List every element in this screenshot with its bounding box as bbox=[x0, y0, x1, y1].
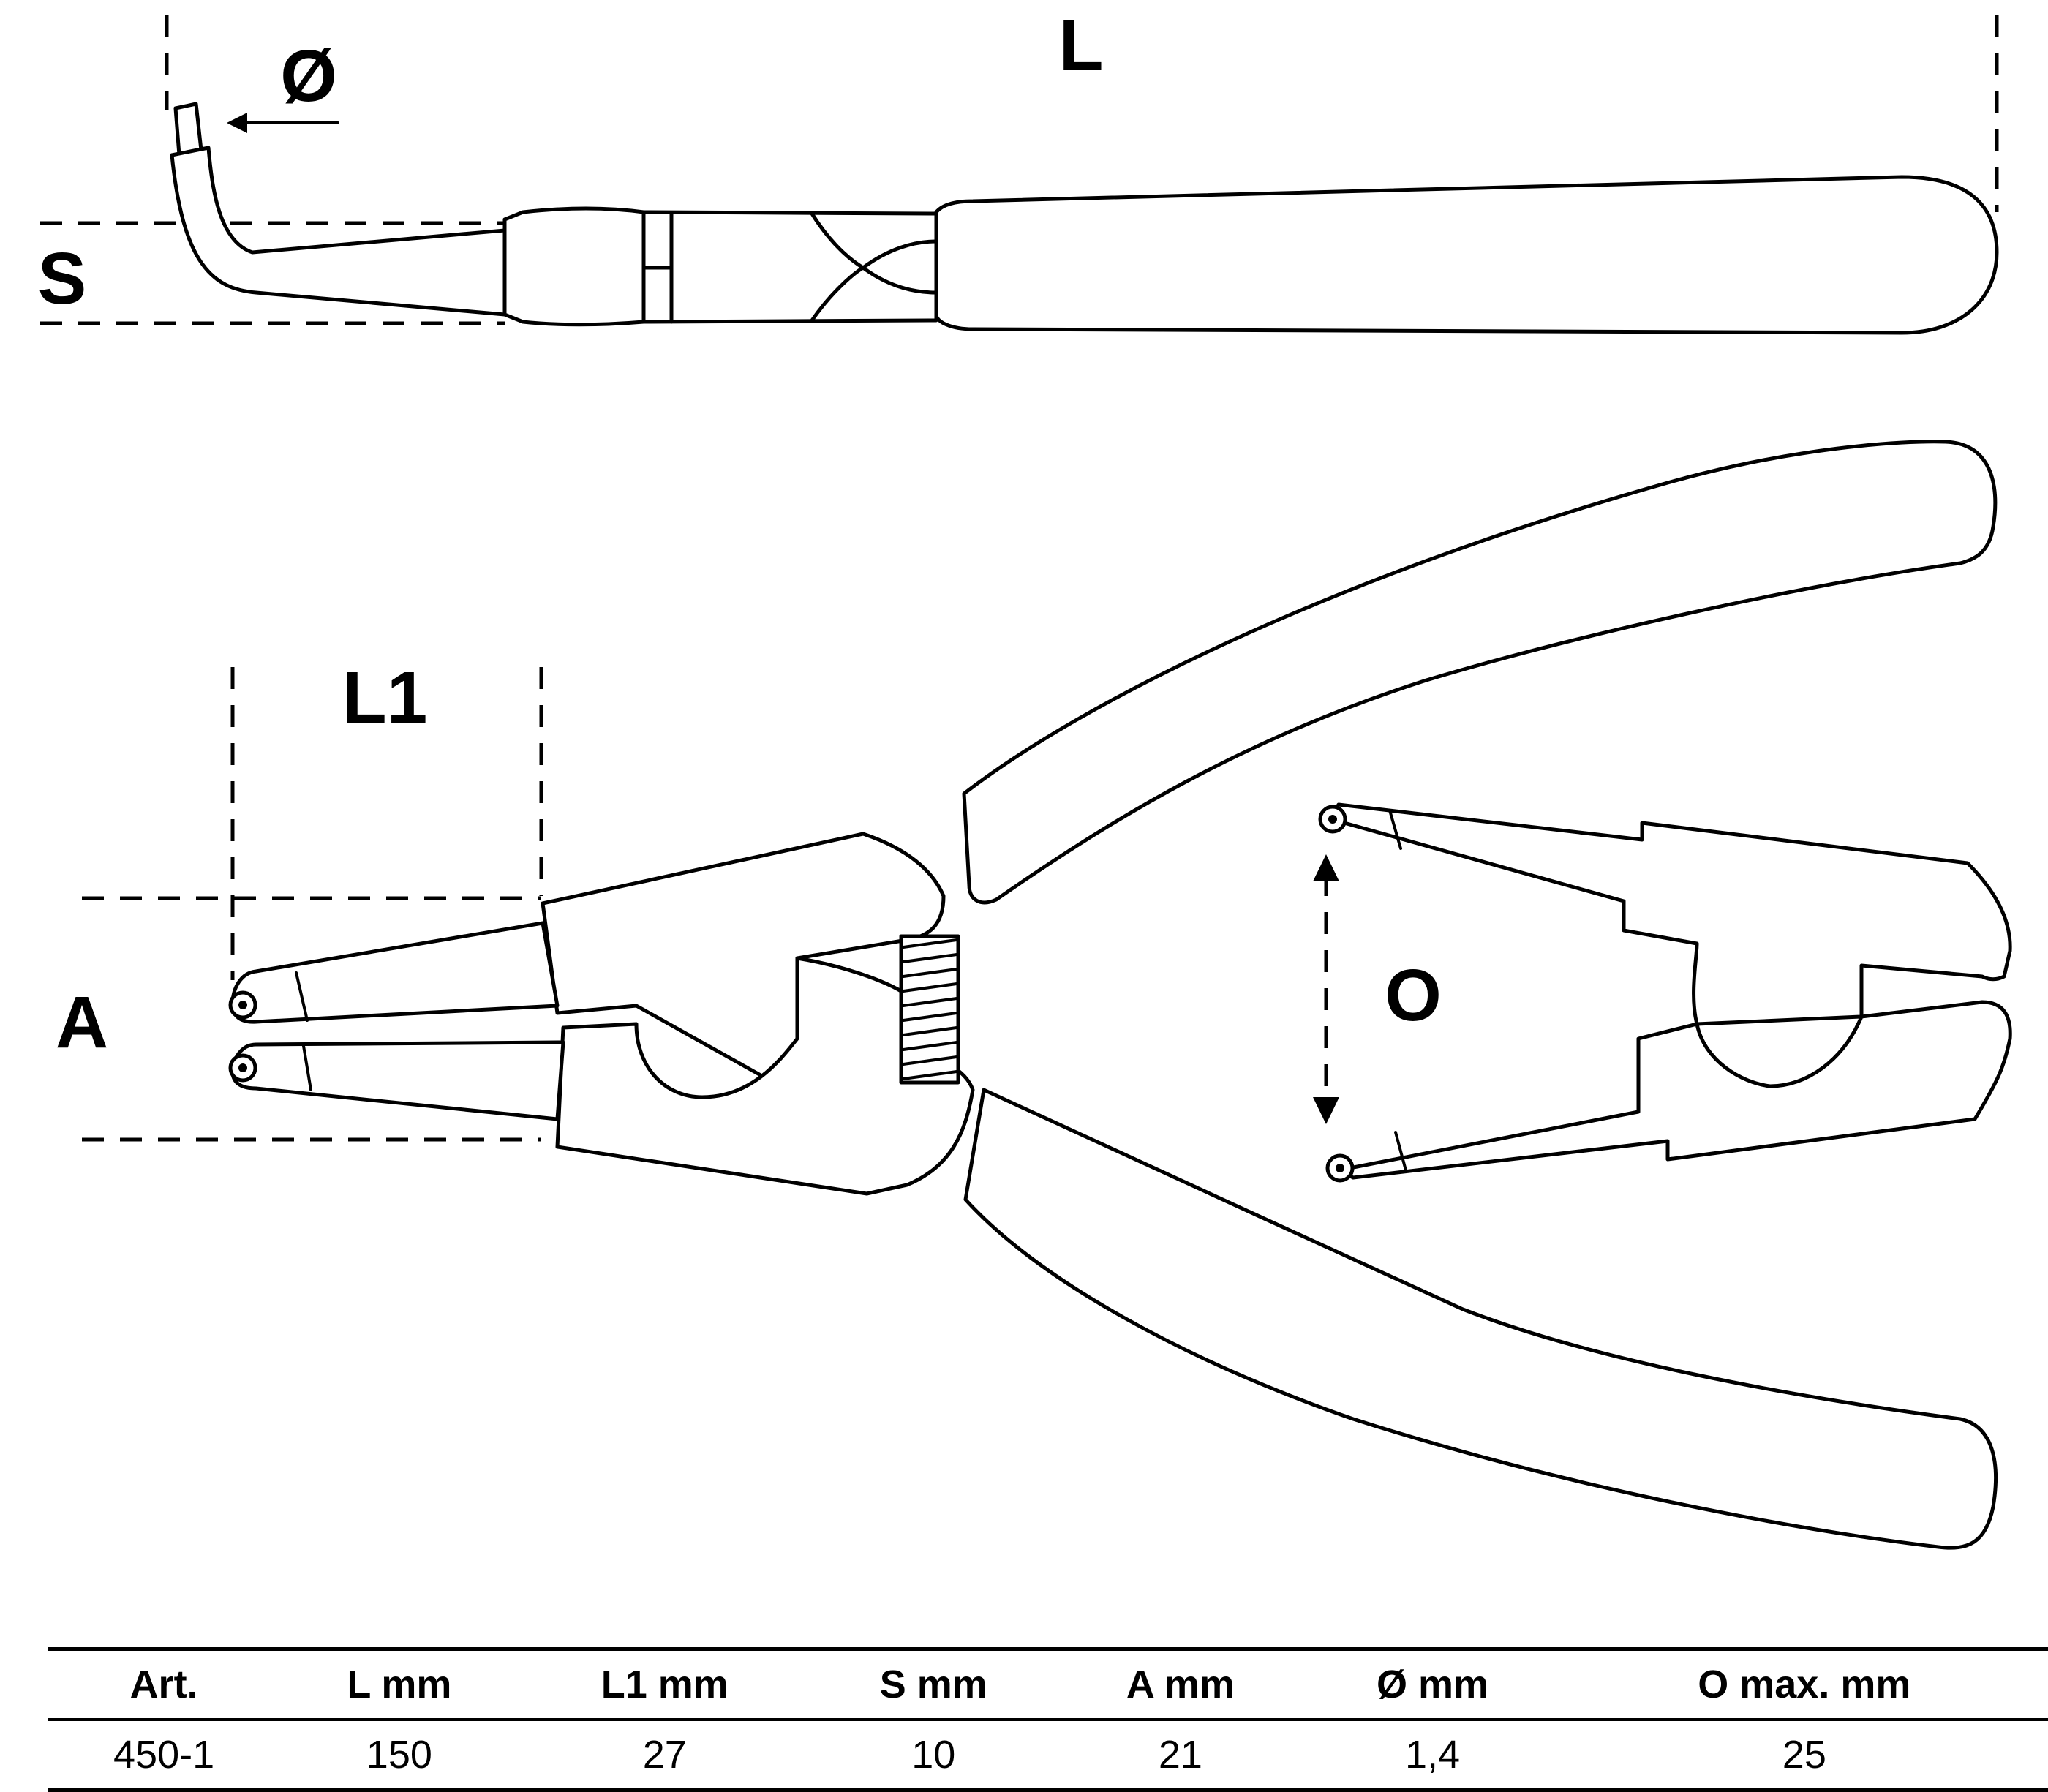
table-row: 450-1 150 27 10 21 1,4 25 bbox=[48, 1720, 2048, 1792]
side-spring-curve bbox=[810, 211, 938, 323]
spec-table: Art. L mm L1 mm S mm A mm Ø mm O max. mm… bbox=[48, 1647, 2048, 1792]
cell-s: 10 bbox=[810, 1720, 1057, 1792]
label-l1: L1 bbox=[342, 657, 428, 739]
label-s: S bbox=[38, 238, 87, 320]
upper-tip-seg bbox=[295, 971, 309, 1022]
side-joint bbox=[502, 206, 938, 327]
spring bbox=[899, 934, 960, 1085]
open-upper-tip-hole-dot bbox=[1328, 815, 1337, 824]
header-diameter: Ø mm bbox=[1304, 1647, 1561, 1721]
lower-tip bbox=[230, 1040, 565, 1121]
cell-a: 21 bbox=[1056, 1720, 1305, 1792]
o-arrow-up bbox=[1313, 854, 1339, 881]
side-view: L Ø S bbox=[38, 4, 1999, 335]
open-lower-tip-seg bbox=[1394, 1131, 1407, 1172]
front-view: L1 A bbox=[56, 440, 1998, 1550]
open-lower-jaw bbox=[1336, 1000, 2012, 1180]
header-a: A mm bbox=[1056, 1647, 1305, 1721]
label-l: L bbox=[1058, 4, 1103, 86]
lower-tip-hole-dot bbox=[238, 1063, 247, 1072]
side-handle bbox=[934, 175, 1999, 335]
cell-diameter: 1,4 bbox=[1304, 1720, 1561, 1792]
label-a: A bbox=[56, 982, 108, 1063]
upper-handle bbox=[962, 440, 1998, 905]
open-jaws-detail: O bbox=[1313, 802, 2012, 1183]
label-o: O bbox=[1385, 955, 1442, 1036]
label-diameter: Ø bbox=[280, 35, 337, 117]
side-jaw bbox=[170, 146, 507, 317]
header-art: Art. bbox=[48, 1647, 280, 1721]
lower-handle bbox=[963, 1088, 1998, 1550]
o-arrow-down bbox=[1313, 1097, 1339, 1124]
open-upper-jaw bbox=[1329, 802, 2012, 1026]
cell-l: 150 bbox=[279, 1720, 519, 1792]
cell-l1: 27 bbox=[519, 1720, 810, 1792]
upper-tip bbox=[230, 921, 560, 1024]
header-s: S mm bbox=[810, 1647, 1057, 1721]
cell-o-max: 25 bbox=[1560, 1720, 2048, 1792]
header-o-max: O max. mm bbox=[1560, 1647, 2048, 1721]
open-lower-tip-hole-dot bbox=[1336, 1164, 1344, 1172]
header-l: L mm bbox=[279, 1647, 519, 1721]
cell-art: 450-1 bbox=[48, 1720, 280, 1792]
lower-tip-seg bbox=[302, 1044, 312, 1091]
upper-tip-hole-dot bbox=[238, 1001, 247, 1009]
spec-table-header-row: Art. L mm L1 mm S mm A mm Ø mm O max. mm bbox=[48, 1647, 2048, 1721]
diameter-arrowhead bbox=[227, 113, 247, 133]
header-l1: L1 mm bbox=[519, 1647, 810, 1721]
open-upper-tip-seg bbox=[1388, 809, 1402, 850]
side-tip bbox=[173, 102, 203, 157]
lower-jaw bbox=[555, 956, 975, 1196]
